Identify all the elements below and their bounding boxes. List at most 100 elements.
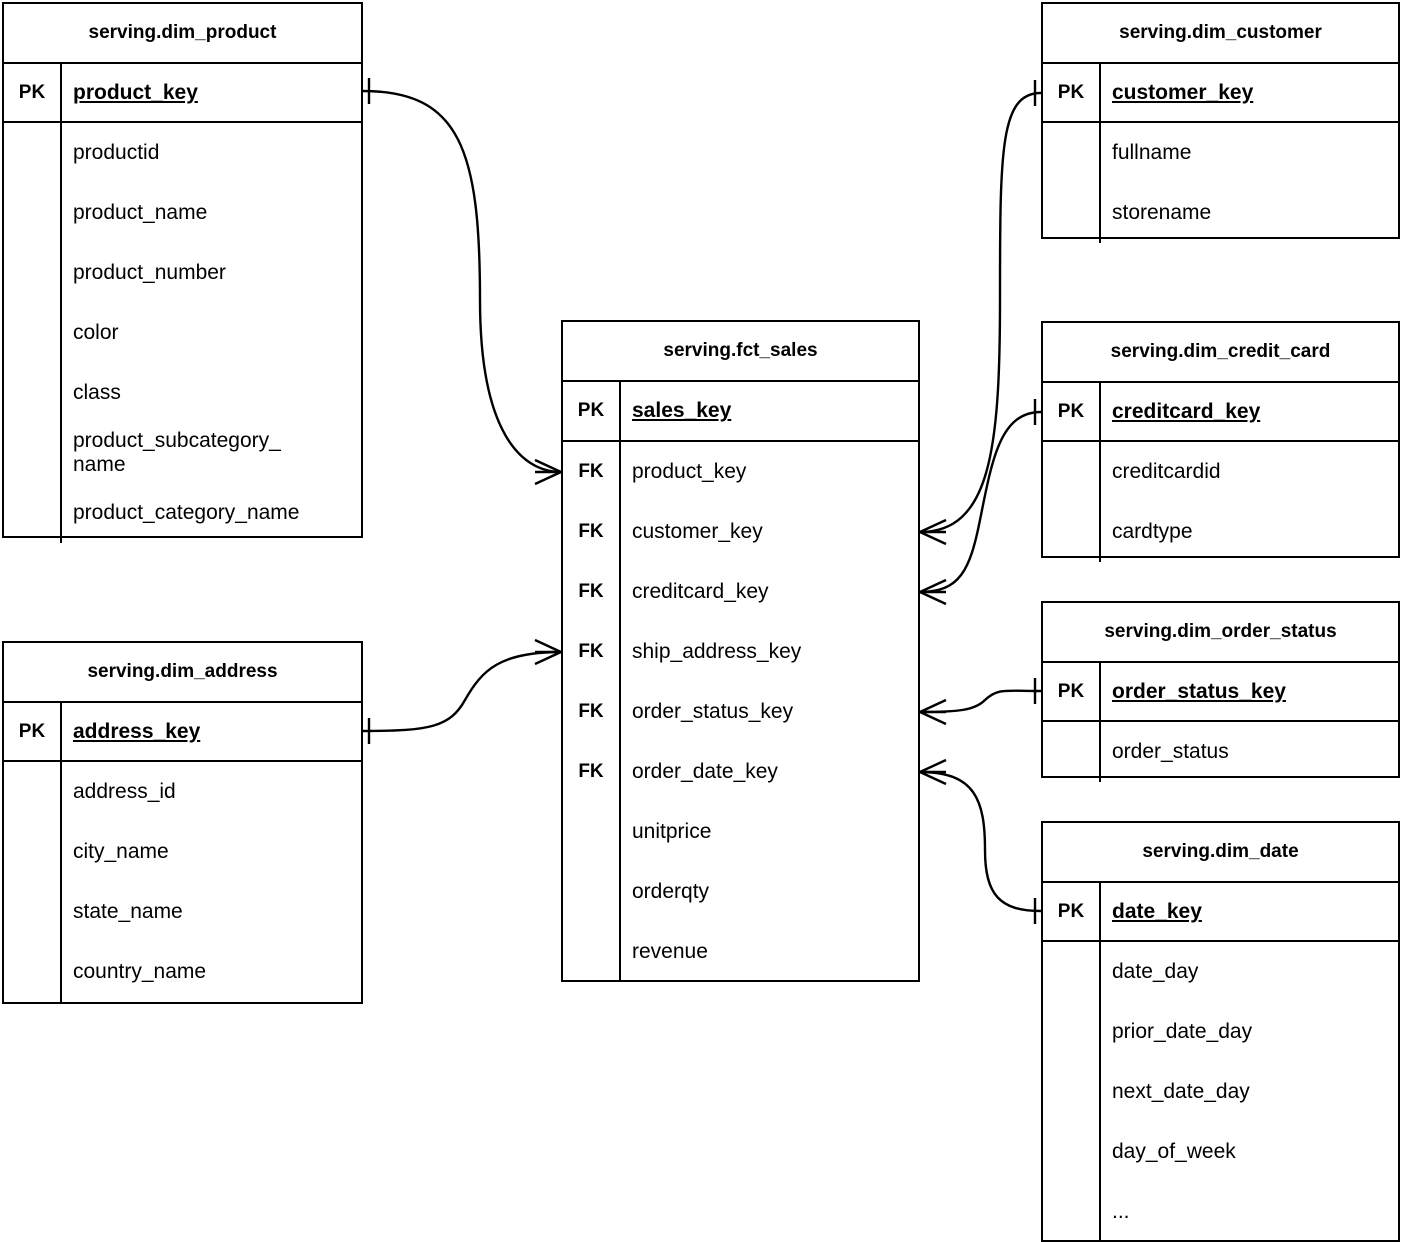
attribute-key-badge: FK (563, 442, 621, 502)
attribute-key-badge (563, 802, 621, 862)
attribute-name: next_date_day (1112, 1080, 1250, 1104)
attribute-key-badge (1043, 442, 1101, 502)
attribute-row[interactable]: product_name (4, 183, 361, 243)
attribute-row[interactable]: PK date_key (1043, 883, 1398, 942)
attribute-row[interactable]: day_of_week (1043, 1122, 1398, 1182)
attribute-row[interactable]: order_status (1043, 722, 1398, 782)
attribute-key-badge: PK (1043, 883, 1101, 940)
attribute-row[interactable]: PK order_status_key (1043, 663, 1398, 722)
attribute-row[interactable]: PK address_key (4, 703, 361, 762)
cardinality-many-marker (919, 698, 947, 726)
attribute-row[interactable]: storename (1043, 183, 1398, 243)
attribute-row[interactable]: address_id (4, 762, 361, 822)
attribute-key-badge (4, 822, 62, 882)
attribute-key-badge: PK (1043, 383, 1101, 440)
relationship-line (919, 91, 1042, 534)
attribute-row[interactable]: revenue (563, 922, 918, 982)
attribute-name: productid (73, 141, 160, 165)
attribute-key-badge (4, 243, 62, 303)
attribute-row[interactable]: date_day (1043, 942, 1398, 1002)
attribute-row[interactable]: product_subcategory_ name (4, 423, 361, 483)
attribute-name: address_key (73, 719, 201, 743)
attribute-name: ship_address_key (632, 640, 802, 664)
cardinality-many-marker (919, 758, 947, 786)
attribute-row[interactable]: FK ship_address_key (563, 622, 918, 682)
relationship-line (919, 410, 1042, 594)
relationship-line (919, 689, 1042, 714)
attribute-row[interactable]: unitprice (563, 802, 918, 862)
attribute-key-badge: FK (563, 562, 621, 622)
attribute-name: cardtype (1112, 520, 1193, 544)
entity-title-dim_date: serving.dim_date (1043, 823, 1398, 883)
attribute-row[interactable]: cardtype (1043, 502, 1398, 562)
attribute-name: orderqty (632, 880, 710, 904)
attribute-name: creditcardid (1112, 460, 1221, 484)
attribute-name: address_id (73, 780, 176, 804)
attribute-key-badge: PK (1043, 663, 1101, 720)
entity-title-dim_order_status: serving.dim_order_status (1043, 603, 1398, 663)
attribute-row[interactable]: orderqty (563, 862, 918, 922)
attribute-row[interactable]: productid (4, 123, 361, 183)
attribute-key-badge (1043, 502, 1101, 562)
relationship-sales-to-order-status[interactable] (919, 678, 1042, 726)
attribute-key-badge: PK (4, 64, 62, 121)
attribute-row[interactable]: ... (1043, 1182, 1398, 1242)
attribute-key-badge (1043, 1002, 1101, 1062)
attribute-row[interactable]: state_name (4, 882, 361, 942)
attribute-name: product_subcategory_ name (73, 429, 281, 476)
entity-title-dim_credit_card: serving.dim_credit_card (1043, 323, 1398, 383)
entity-title-dim_product: serving.dim_product (4, 4, 361, 64)
relationship-line (362, 650, 562, 733)
attribute-row[interactable]: country_name (4, 942, 361, 1002)
attribute-key-badge: FK (563, 622, 621, 682)
attribute-name: color (73, 321, 119, 345)
attribute-row[interactable]: prior_date_day (1043, 1002, 1398, 1062)
attribute-row[interactable]: next_date_day (1043, 1062, 1398, 1122)
relationship-sales-to-date[interactable] (919, 758, 1042, 924)
entity-title-dim_customer: serving.dim_customer (1043, 4, 1398, 64)
attribute-key-badge (1043, 1122, 1101, 1182)
attribute-row[interactable]: creditcardid (1043, 442, 1398, 502)
attribute-row[interactable]: city_name (4, 822, 361, 882)
relationship-product-to-sales[interactable] (362, 78, 562, 486)
attribute-key-badge (1043, 1182, 1101, 1242)
attribute-name: prior_date_day (1112, 1020, 1253, 1044)
attribute-name: date_key (1112, 899, 1202, 923)
attribute-name: order_status_key (1112, 679, 1286, 703)
attribute-name: unitprice (632, 820, 712, 844)
attribute-key-badge: PK (4, 703, 62, 760)
attribute-name: customer_key (632, 520, 763, 544)
attribute-row[interactable]: product_category_name (4, 483, 361, 543)
attribute-key-badge (1043, 1062, 1101, 1122)
relationship-sales-to-credit-card[interactable] (919, 399, 1042, 606)
attribute-key-badge (4, 123, 62, 183)
cardinality-many-marker (919, 578, 947, 606)
attribute-row[interactable]: color (4, 303, 361, 363)
attribute-key-badge (4, 423, 62, 483)
attribute-key-badge (4, 882, 62, 942)
attribute-row[interactable]: product_number (4, 243, 361, 303)
attribute-row[interactable]: class (4, 363, 361, 423)
attribute-row[interactable]: fullname (1043, 123, 1398, 183)
relationship-address-to-sales[interactable] (362, 638, 562, 744)
relationship-sales-to-customer[interactable] (919, 80, 1042, 546)
